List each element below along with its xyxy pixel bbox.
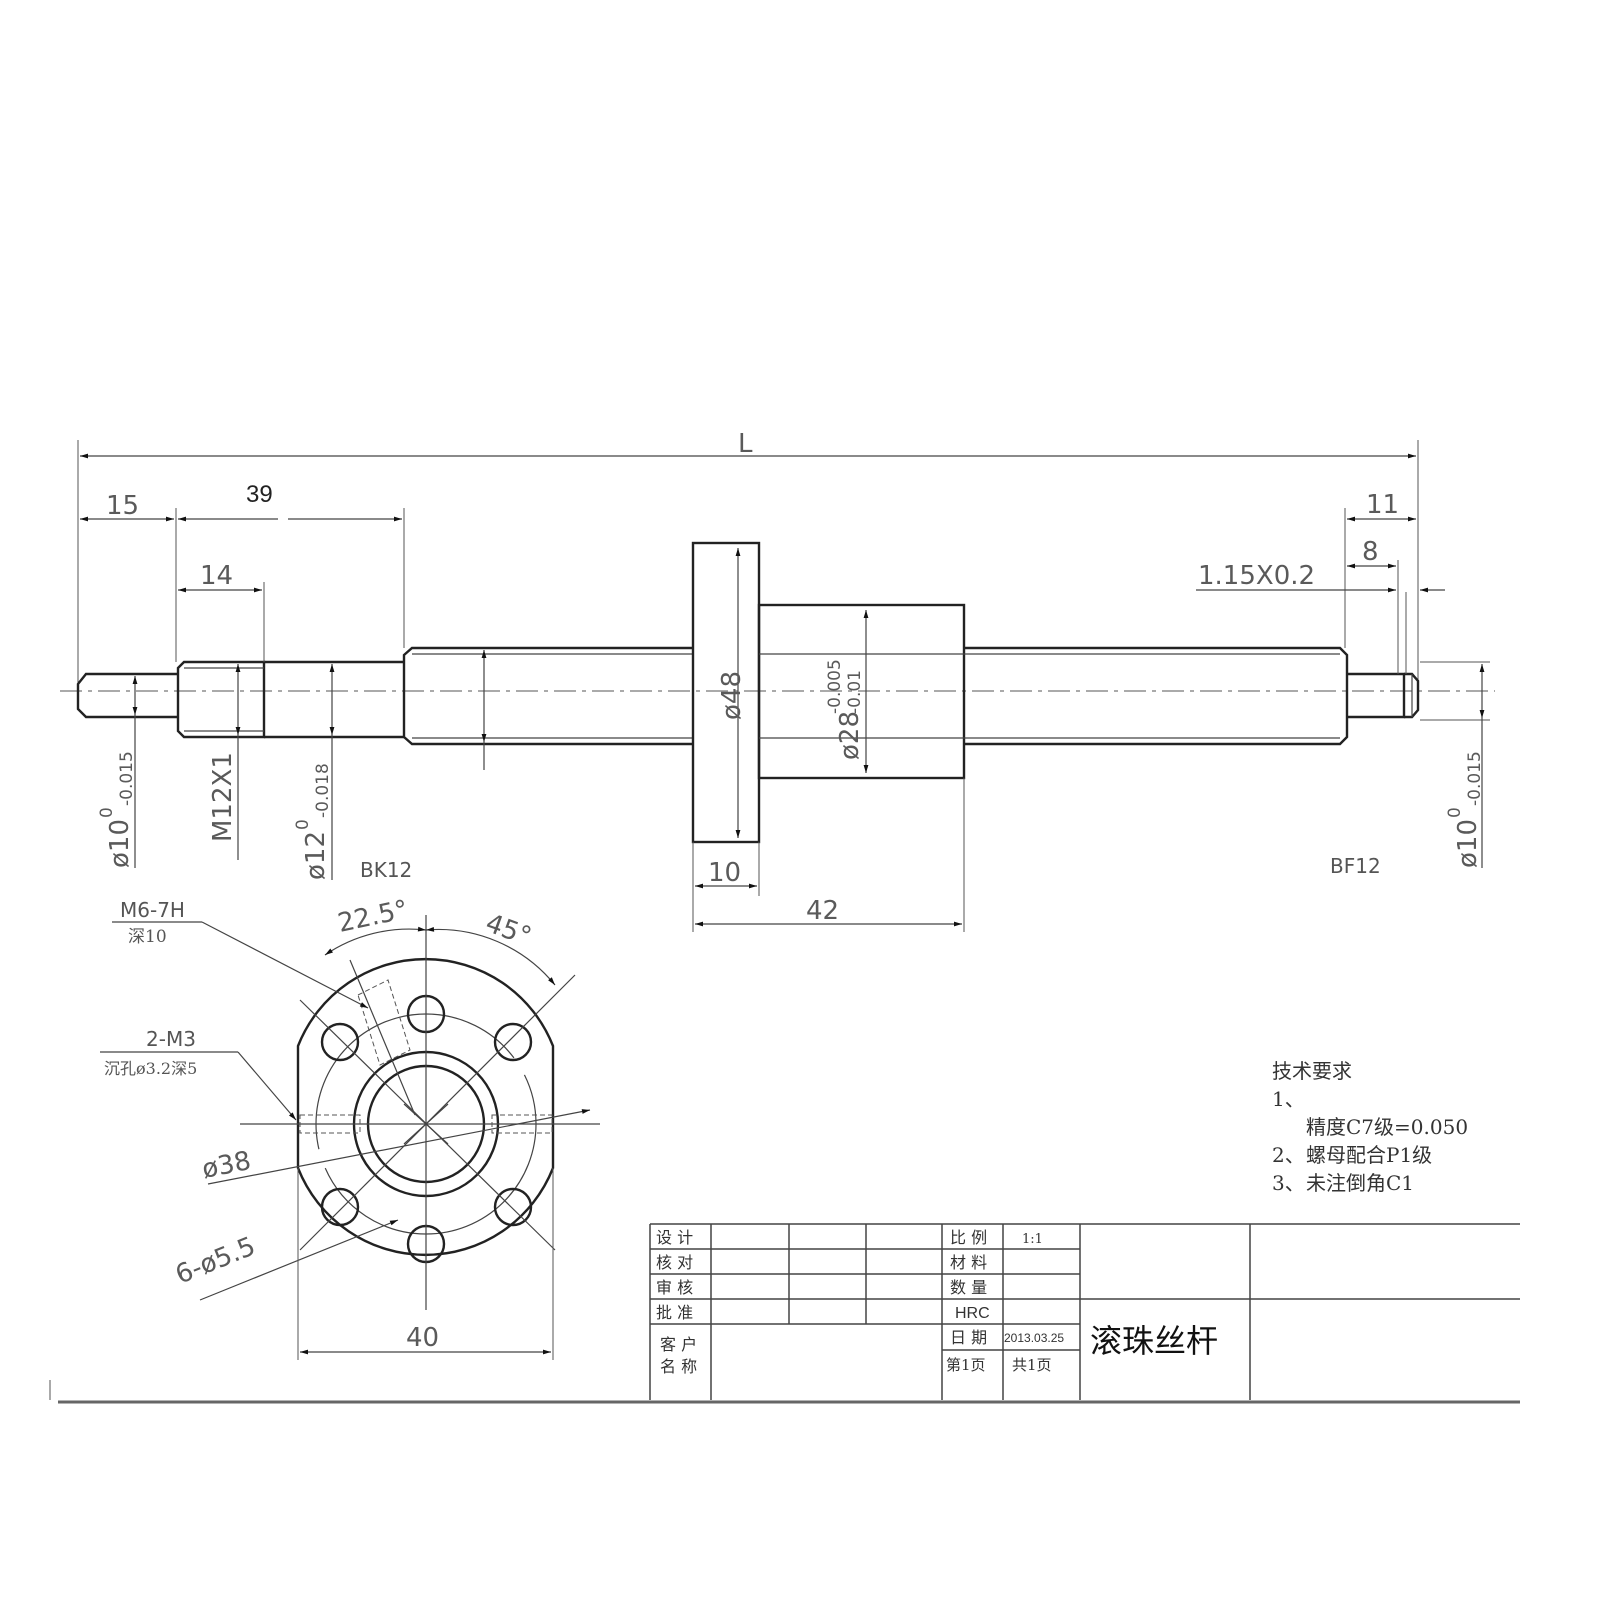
- bk12-label: BK12: [360, 858, 412, 882]
- tb-check-label: 核 对: [656, 1253, 693, 1272]
- svg-text:-0.015: -0.015: [117, 751, 137, 806]
- flange-front-view: 22.5° 45° M6-7H 深10 2-M3 沉孔ø3.2深5 ø38 6-…: [100, 895, 600, 1360]
- pcd-label: ø38: [200, 1146, 254, 1185]
- overall-length-label: L: [738, 429, 753, 459]
- angle-22-5: 22.5°: [335, 895, 411, 939]
- right-d10-label: ø10 0 -0.015: [1445, 751, 1485, 868]
- tech-req-3-number: 3、: [1272, 1171, 1305, 1195]
- left-shaft-end: [76, 646, 694, 746]
- dim-14: 14: [200, 561, 233, 591]
- svg-text:ø12: ø12: [301, 831, 331, 880]
- thread-label: M12X1: [208, 752, 238, 842]
- svg-text:-0.018: -0.018: [313, 763, 333, 818]
- tech-req-2-text: 螺母配合P1级: [1306, 1143, 1432, 1167]
- left-d12-label: ø12 0 -0.018: [293, 763, 333, 880]
- tb-part-name: 滚珠丝杆: [1090, 1322, 1218, 1360]
- tb-total-label: 共1页: [1012, 1356, 1052, 1374]
- flange-width-dim: 10: [708, 858, 741, 888]
- nut-body-diameter-label: ø28 -0.005 -0.01: [825, 659, 865, 760]
- ball-nut: ø48 ø28 -0.005 -0.01 10 42: [691, 541, 966, 932]
- tb-quantity-label: 数 量: [950, 1278, 987, 1297]
- svg-text:-0.01: -0.01: [845, 670, 865, 714]
- svg-text:ø28: ø28: [835, 711, 865, 760]
- right-shaft-end: [964, 646, 1420, 746]
- m3-label: 2-M3: [146, 1027, 196, 1051]
- dim-11: 11: [1366, 490, 1399, 520]
- bf12-label: BF12: [1330, 854, 1381, 878]
- svg-text:-0.015: -0.015: [1465, 751, 1485, 806]
- tech-req-2-number: 2、: [1272, 1143, 1305, 1167]
- tb-customer-bottom: 名 称: [660, 1357, 697, 1376]
- svg-text:ø10: ø10: [105, 819, 135, 868]
- tech-req-3-text: 未注倒角C1: [1306, 1171, 1414, 1195]
- svg-text:0: 0: [293, 819, 313, 830]
- flat-width-dim: 40: [406, 1323, 439, 1353]
- overall-length-dimension: L: [77, 429, 1419, 690]
- svg-text:0: 0: [97, 807, 117, 818]
- m6-label: M6-7H: [120, 898, 185, 922]
- tb-material-label: 材 料: [950, 1253, 987, 1272]
- svg-text:ø10: ø10: [1453, 819, 1483, 868]
- nut-length-dim: 42: [806, 896, 839, 926]
- right-end-dimensions: 11 8 1.15X0.2 ø10 0 -0.015 BF12: [1196, 490, 1490, 878]
- tb-date-label: 日 期: [950, 1328, 987, 1347]
- tb-date-value: 2013.03.25: [1004, 1331, 1064, 1345]
- tb-customer-top: 客 户: [660, 1335, 697, 1354]
- title-block: 设 计 核 对 审 核 批 准 客 户 名 称 比 例 材 料 数 量 HRC …: [49, 1223, 1520, 1404]
- tech-req-1-text: 精度C7级=0.050: [1306, 1115, 1468, 1139]
- dim-8: 8: [1362, 537, 1379, 567]
- flange-diameter-label: ø48: [717, 671, 747, 720]
- tb-scale-label: 比 例: [950, 1228, 987, 1247]
- tb-hrc-label: HRC: [955, 1305, 990, 1322]
- dim-39: 39: [246, 481, 273, 508]
- tb-design-label: 设 计: [656, 1228, 693, 1247]
- tb-sheet-label: 第1页: [946, 1356, 986, 1374]
- svg-text:0: 0: [1445, 807, 1465, 818]
- svg-text:-0.005: -0.005: [825, 659, 845, 714]
- tech-req-1-number: 1、: [1272, 1087, 1305, 1111]
- technical-requirements: 技术要求 1、 精度C7级=0.050 2、 螺母配合P1级 3、 未注倒角C1: [1272, 1059, 1468, 1195]
- left-d10-label: ø10 0 -0.015: [97, 751, 137, 868]
- dim-15: 15: [106, 491, 139, 521]
- tech-req-heading: 技术要求: [1272, 1059, 1352, 1083]
- m6-depth-label: 深10: [128, 927, 167, 947]
- left-end-dimensions: 15 39 14 ø10 0 -0.015 M12X1 ø12 0 -0.018…: [80, 481, 487, 882]
- groove-dim: 1.15X0.2: [1198, 561, 1315, 591]
- tb-approve-label: 批 准: [656, 1303, 693, 1322]
- m3-spec-label: 沉孔ø3.2深5: [104, 1059, 197, 1078]
- svg-text:ø48: ø48: [717, 671, 747, 720]
- svg-text:M12X1: M12X1: [208, 752, 238, 842]
- tb-scale-value: 1:1: [1022, 1232, 1043, 1247]
- angle-45: 45°: [482, 908, 536, 952]
- tb-review-label: 审 核: [656, 1278, 693, 1297]
